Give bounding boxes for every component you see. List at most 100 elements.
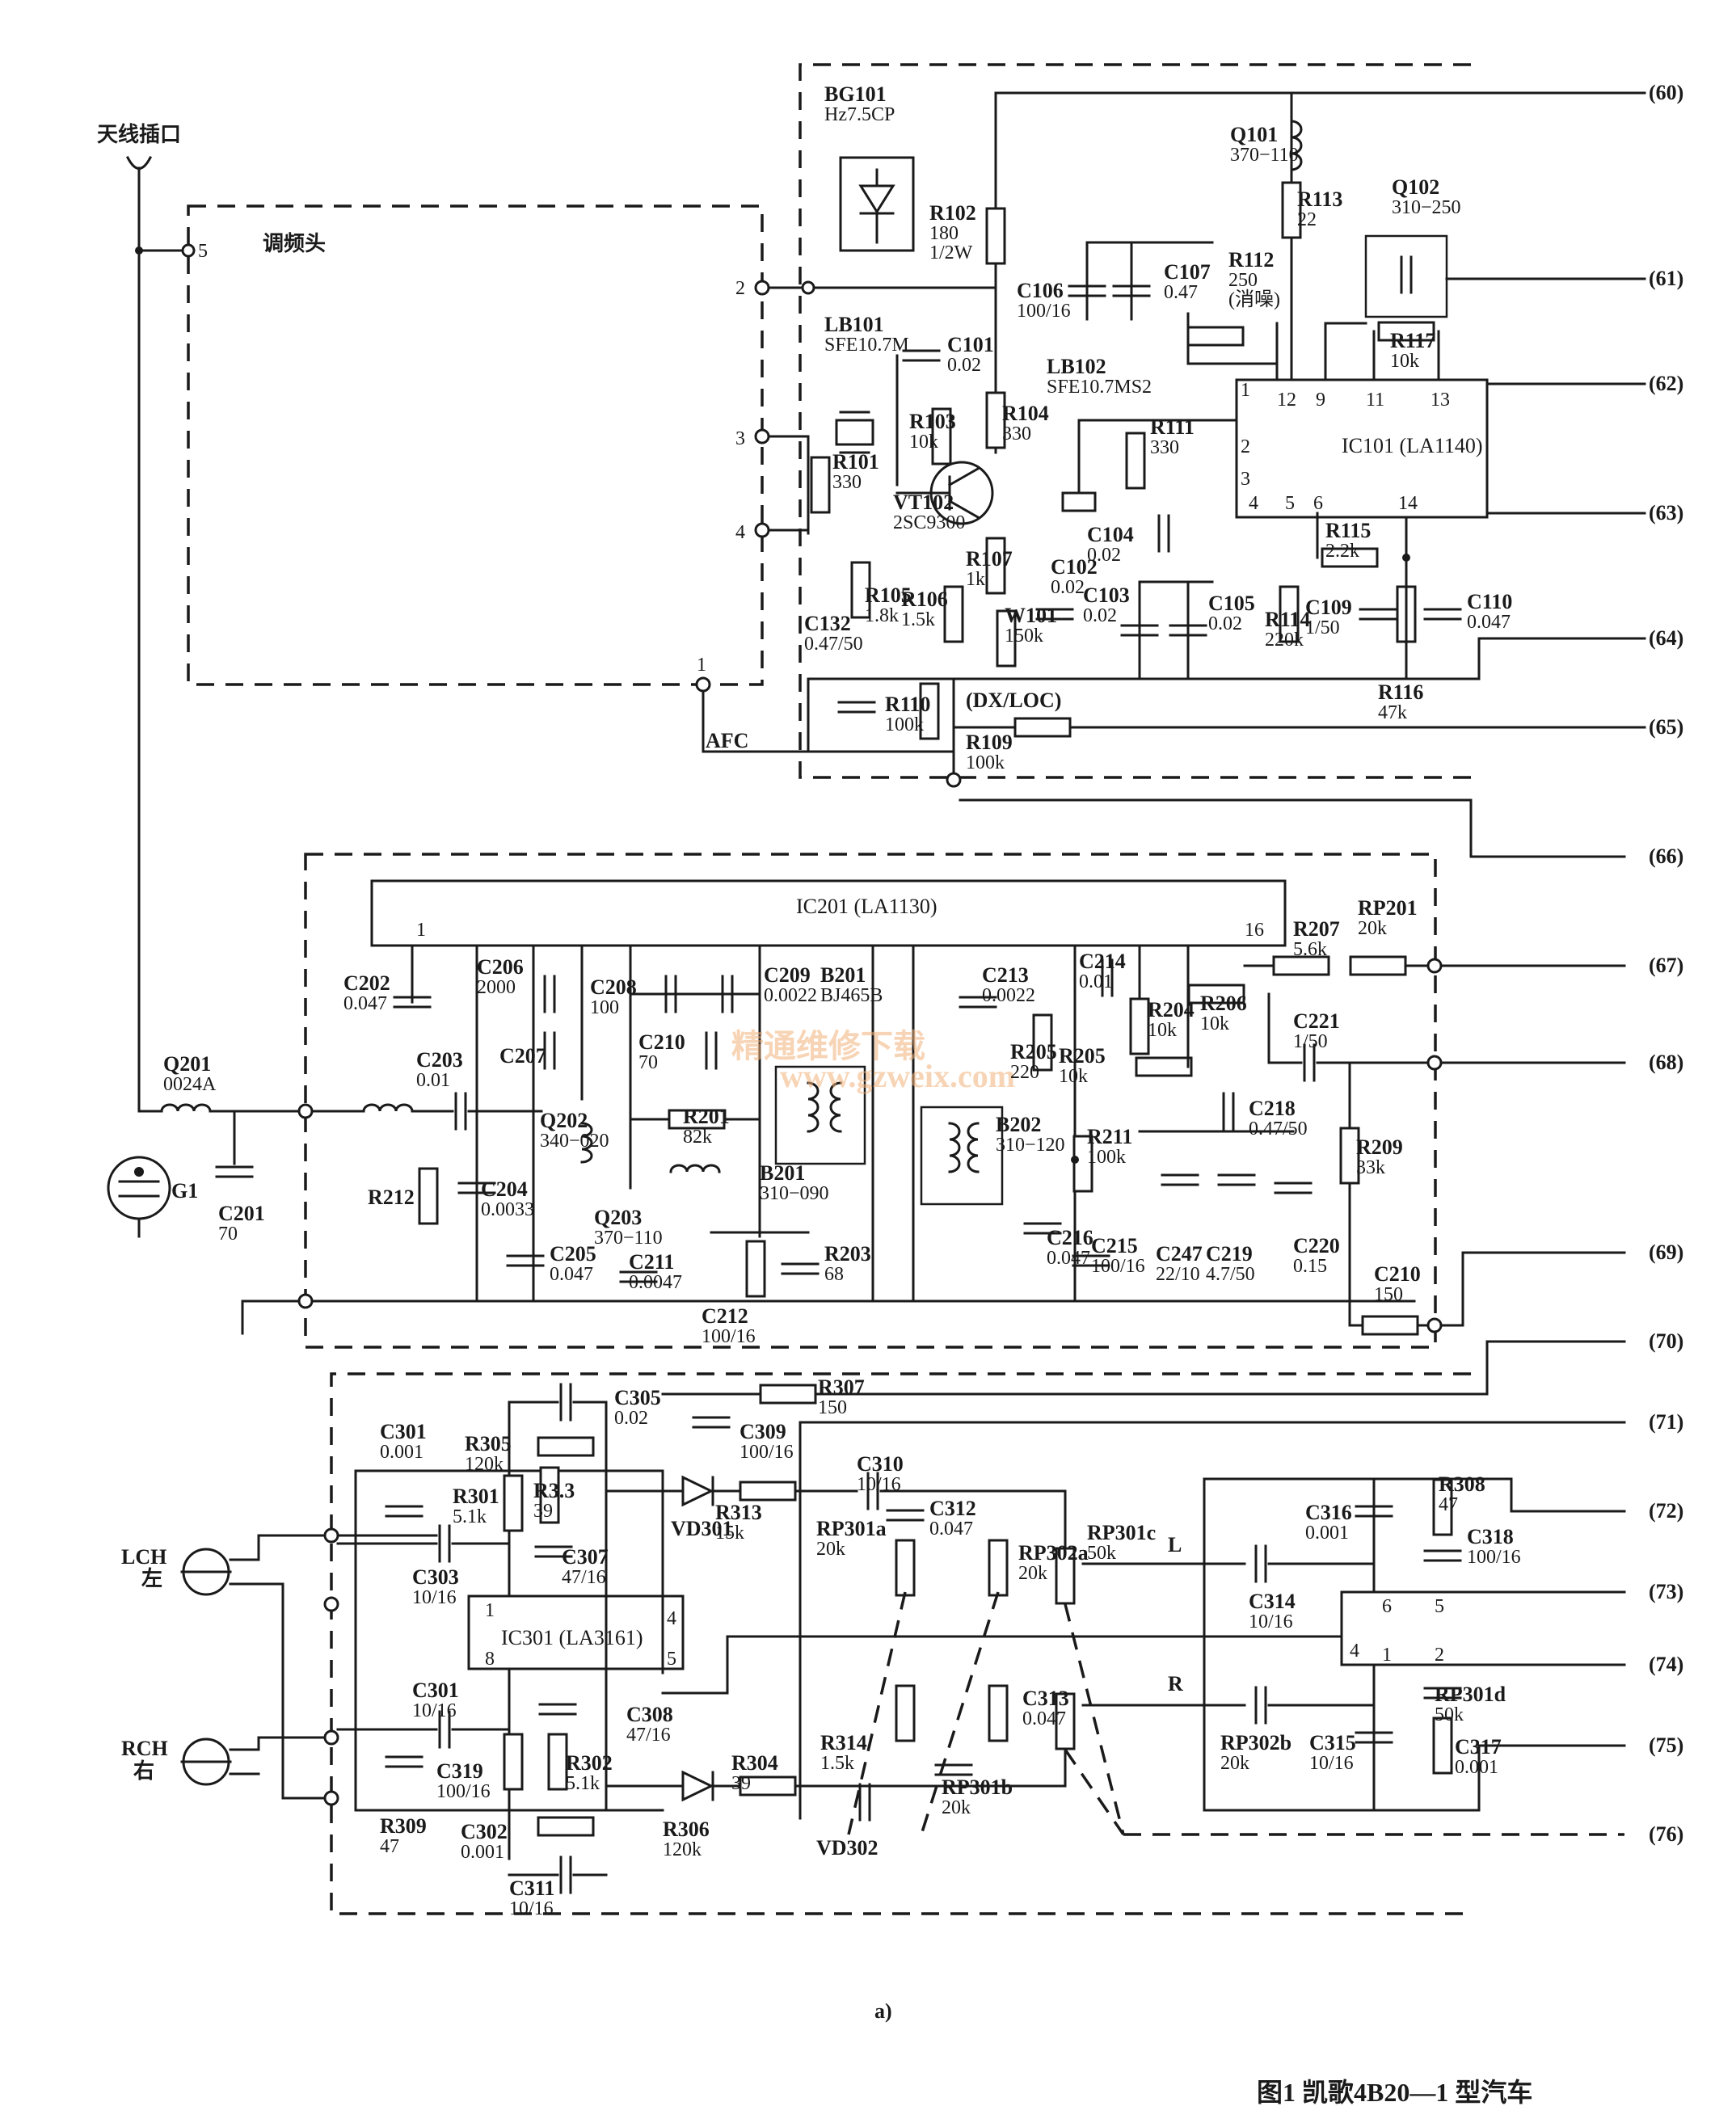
component-label: 150: [1374, 1284, 1403, 1305]
component-label: 47/16: [626, 1725, 671, 1746]
component-label: C201: [218, 1202, 265, 1225]
component-label: 0.001: [461, 1842, 504, 1863]
net-70: (70): [1649, 1329, 1683, 1353]
component-label: 0.047: [550, 1264, 593, 1285]
component-label: R211: [1087, 1125, 1132, 1148]
component-label: 5.1k: [453, 1506, 487, 1527]
component-label: R114: [1265, 608, 1310, 631]
component-label: 310−090: [760, 1183, 829, 1204]
component-label: 70: [218, 1224, 238, 1245]
component-label: 0.0033: [481, 1199, 534, 1220]
component-label: LB101: [824, 313, 884, 336]
component-label: 10/16: [412, 1700, 457, 1721]
component-label: C303: [412, 1565, 459, 1589]
component-label: C301: [380, 1420, 427, 1443]
component-label: 68: [824, 1264, 844, 1285]
component-label: C317: [1455, 1735, 1502, 1759]
ic201-block: [304, 853, 1437, 1349]
ic101-pin-4: 4: [1249, 493, 1258, 514]
component-label: C309: [739, 1420, 786, 1443]
component-label: 0.47: [1164, 282, 1198, 303]
q202-coil: [580, 1122, 593, 1164]
net-72: (72): [1649, 1499, 1683, 1523]
component-label: 10/16: [857, 1474, 901, 1495]
component-label: C206: [477, 955, 524, 979]
component-label: C106: [1017, 279, 1064, 302]
component-label: B202: [996, 1113, 1041, 1136]
watermark-url: www.gzweix.com: [780, 1058, 1015, 1094]
lch-cn-label: 左: [141, 1567, 162, 1590]
component-label: VD301: [671, 1517, 733, 1540]
component-label: C313: [1022, 1687, 1069, 1710]
component-label: 100/16: [436, 1781, 491, 1802]
component-label: C208: [590, 975, 637, 999]
ic101-label: IC101 (LA1140): [1342, 434, 1483, 457]
ic201-pin-1: 1: [416, 920, 426, 941]
component-label: C318: [1467, 1525, 1514, 1548]
lch-label: LCH: [121, 1545, 166, 1569]
component-label: R308: [1439, 1472, 1485, 1496]
component-label: W101: [1005, 604, 1057, 627]
ic101-pin-6: 6: [1313, 493, 1323, 514]
component-label: VD302: [816, 1836, 879, 1860]
component-label: RP301a: [816, 1517, 887, 1540]
component-label: 1/2W: [929, 242, 973, 263]
component-label: C207: [499, 1044, 546, 1068]
ic101: [1235, 378, 1489, 519]
component-label: R113: [1297, 187, 1342, 211]
component-label: 1.5k: [820, 1753, 854, 1774]
component-label: 330: [832, 472, 862, 493]
net-63: (63): [1649, 501, 1683, 524]
component-label: 10k: [1059, 1066, 1088, 1087]
lb101: [835, 419, 874, 446]
component-label: 1/50: [1293, 1031, 1328, 1052]
component-label: 10k: [1200, 1013, 1229, 1034]
component-label: R304: [731, 1751, 778, 1775]
component-label: C212: [702, 1304, 748, 1328]
component-label: VT102: [893, 491, 954, 514]
component-label: 4.7/50: [1206, 1264, 1255, 1285]
tuner-pin-2: 2: [735, 278, 745, 299]
component-label: C219: [1206, 1242, 1253, 1266]
net-terminals: [1623, 91, 1646, 729]
ic101-pin-9: 9: [1316, 390, 1325, 411]
component-labels: BG101Hz7.5CPR1021801/2WQ101370−110R11322…: [163, 82, 1521, 1919]
component-label: R309: [380, 1814, 427, 1838]
component-label: C211: [629, 1250, 674, 1274]
component-label: R111: [1150, 415, 1195, 439]
ic101-pin-12: 12: [1277, 390, 1296, 411]
component-label: R115: [1325, 519, 1371, 542]
component-label: 100/16: [702, 1326, 756, 1347]
net-69: (69): [1649, 1241, 1683, 1264]
component-label: R212: [368, 1186, 415, 1209]
component-label: R206: [1200, 992, 1247, 1015]
component-label: C314: [1249, 1590, 1296, 1613]
component-label: C310: [857, 1452, 904, 1476]
dxloc-label: (DX/LOC): [966, 689, 1061, 712]
component-label: R101: [832, 450, 879, 474]
ic301-label: IC301 (LA3161): [501, 1626, 643, 1649]
tuner-pin-5: 5: [198, 241, 208, 262]
component-label: SFE10.7MS2: [1047, 377, 1152, 398]
component-label: 5.1k: [566, 1773, 600, 1794]
component-label: RP301b: [942, 1775, 1013, 1799]
component-label: 47k: [1378, 702, 1407, 723]
ic101-block: [798, 63, 1471, 779]
component-label: 370−110: [1230, 145, 1299, 166]
component-label: C209: [764, 963, 811, 987]
component-label: Hz7.5CP: [824, 104, 895, 125]
b201-transformer: [774, 1065, 866, 1165]
component-label: C218: [1249, 1097, 1296, 1120]
r-label: R: [1168, 1672, 1183, 1695]
component-label: C312: [929, 1497, 976, 1520]
ic101-pin-13: 13: [1431, 390, 1450, 411]
q102-transformer: [1364, 234, 1448, 318]
amp-pin-6: 6: [1382, 1596, 1392, 1617]
tuner-label: 调频头: [263, 232, 326, 255]
lch-jack: [180, 1548, 260, 1596]
component-label: C102: [1051, 555, 1098, 579]
component-label: C210: [638, 1030, 685, 1054]
component-label: C213: [982, 963, 1029, 987]
component-label: 220k: [1265, 630, 1304, 651]
net-76: (76): [1649, 1822, 1683, 1846]
